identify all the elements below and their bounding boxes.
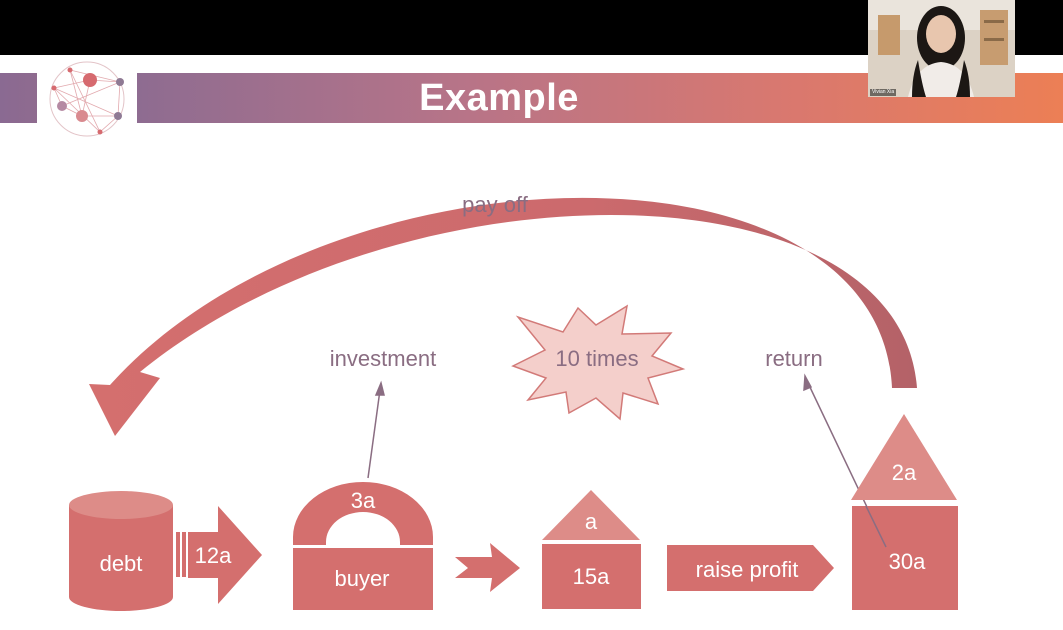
right-house-roof	[851, 414, 957, 500]
middle-house-roof	[542, 490, 640, 540]
middle-roof-label: a	[585, 509, 598, 534]
return-label: return	[765, 346, 822, 371]
buyer-arch-label: 3a	[351, 488, 376, 513]
twelve-a-label: 12a	[195, 543, 232, 568]
pay-off-label: pay off	[462, 192, 529, 217]
right-house-base	[852, 506, 958, 610]
presenter-image	[868, 0, 1015, 97]
right-base-label: 30a	[889, 549, 926, 574]
debt-cylinder	[69, 491, 173, 611]
return-arrow-overlay	[865, 505, 887, 548]
middle-house-base	[542, 544, 641, 609]
investment-label: investment	[330, 346, 436, 371]
raise-profit-arrow	[667, 545, 834, 591]
ten-times-label: 10 times	[555, 346, 638, 371]
buyer-to-house-arrow	[455, 543, 520, 592]
buyer-box	[293, 548, 433, 610]
twelve-a-arrow	[176, 506, 262, 604]
network-logo-icon	[49, 61, 125, 137]
ten-times-burst	[511, 304, 686, 421]
buyer-arch	[293, 482, 433, 545]
presenter-webcam-video: Vivian Xia	[868, 0, 1015, 97]
middle-base-label: 15a	[573, 564, 610, 589]
debt-label: debt	[100, 551, 143, 576]
raise-profit-label: raise profit	[696, 557, 799, 582]
buyer-label: buyer	[334, 566, 389, 591]
pay-off-curved-arrow	[89, 197, 917, 436]
investment-arrow	[367, 380, 385, 479]
right-roof-label: 2a	[892, 460, 917, 485]
webcam-name-label: Vivian Xia	[870, 89, 897, 96]
slide-title: Example	[419, 77, 579, 119]
banner-left-strip	[0, 73, 37, 123]
